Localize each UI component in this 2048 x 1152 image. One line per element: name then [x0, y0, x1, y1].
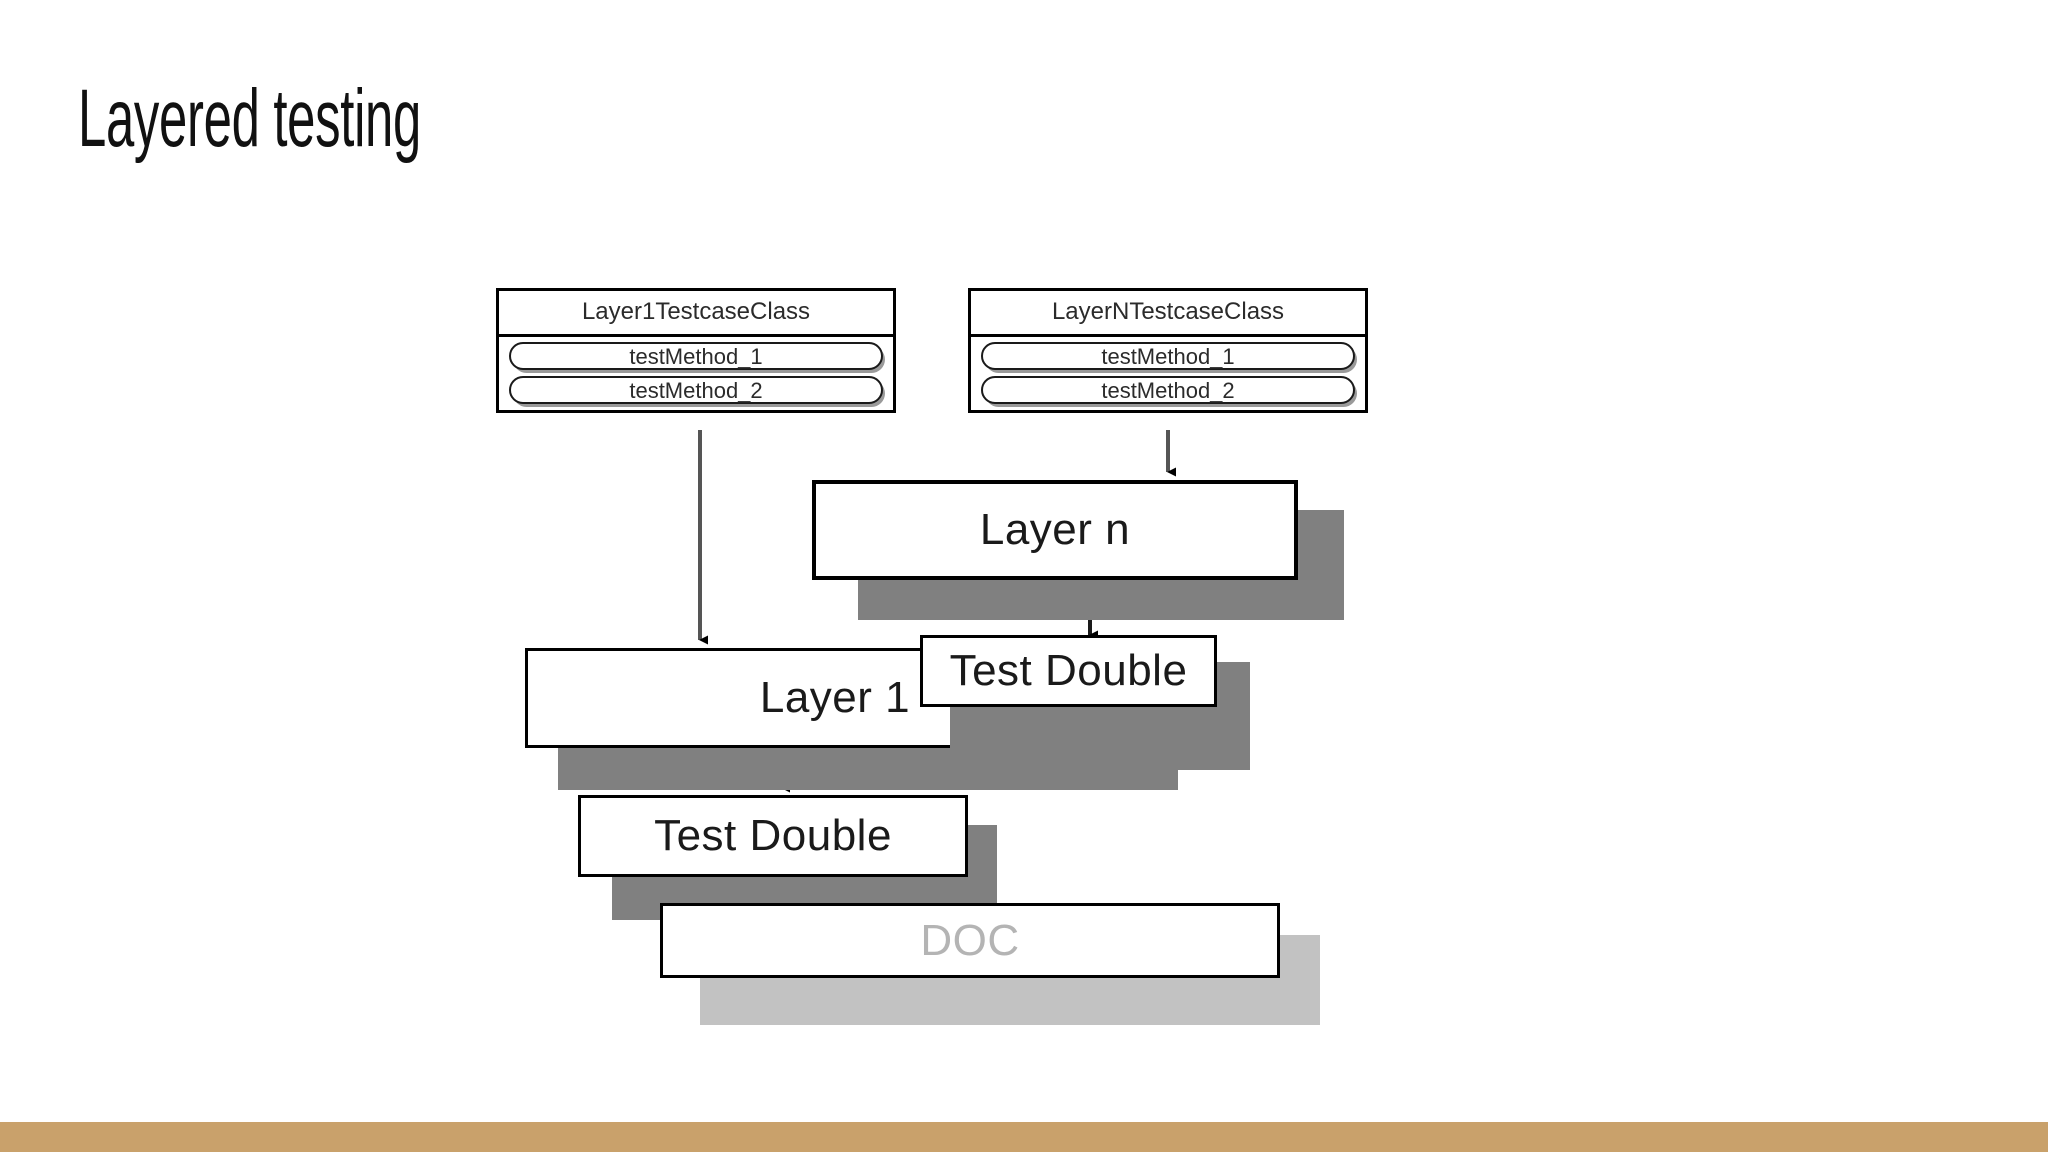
layer-label: Test Double [949, 646, 1188, 695]
uml-method[interactable]: testMethod_1 [509, 342, 885, 373]
layer-box-doc[interactable]: DOC [660, 903, 1280, 978]
uml-class-name: LayerNTestcaseClass [971, 291, 1365, 337]
layer-box-layer-n[interactable]: Layer n [812, 480, 1298, 580]
uml-method-label: testMethod_1 [981, 342, 1355, 370]
layer-label: Test Double [654, 811, 892, 860]
uml-method[interactable]: testMethod_2 [981, 376, 1357, 407]
layer-label: Layer 1 [759, 673, 911, 722]
uml-method[interactable]: testMethod_1 [981, 342, 1357, 373]
uml-method-list: testMethod_1 testMethod_2 [499, 337, 893, 410]
uml-class-layer1testcaseclass[interactable]: Layer1TestcaseClass testMethod_1 testMet… [496, 288, 896, 413]
uml-method-label: testMethod_2 [509, 376, 883, 404]
layered-testing-diagram: Layer1TestcaseClass testMethod_1 testMet… [496, 288, 1368, 1025]
uml-method-label: testMethod_1 [509, 342, 883, 370]
uml-method-label: testMethod_2 [981, 376, 1355, 404]
uml-class-layerntestcaseclass[interactable]: LayerNTestcaseClass testMethod_1 testMet… [968, 288, 1368, 413]
layer-box-test-double-lower[interactable]: Test Double [578, 795, 968, 877]
layer-box-test-double-upper[interactable]: Test Double [920, 635, 1217, 707]
page-title: Layered testing [78, 73, 421, 164]
uml-class-name: Layer1TestcaseClass [499, 291, 893, 337]
layer-label: Layer n [979, 505, 1131, 554]
layer-label: DOC [920, 915, 1020, 965]
footer-accent-bar [0, 1122, 2048, 1152]
uml-method-list: testMethod_1 testMethod_2 [971, 337, 1365, 410]
uml-method[interactable]: testMethod_2 [509, 376, 885, 407]
